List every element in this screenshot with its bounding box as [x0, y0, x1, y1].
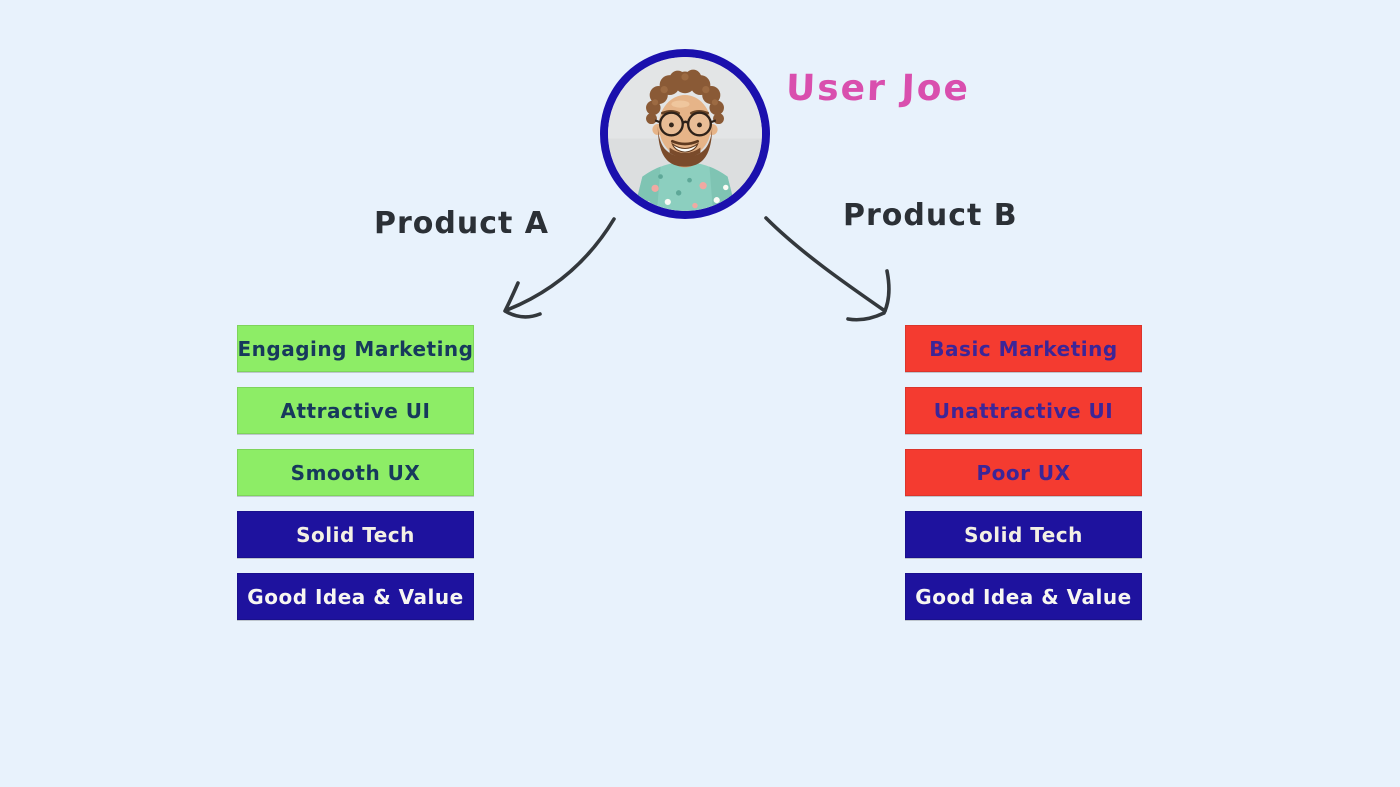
avatar-illustration: [608, 57, 762, 211]
feature-box: Engaging Marketing: [237, 325, 474, 372]
user-name-label: User Joe: [785, 68, 971, 109]
feature-box: Good Idea & Value: [237, 573, 474, 620]
feature-box: Basic Marketing: [905, 325, 1142, 372]
user-avatar: [600, 49, 770, 219]
feature-box: Poor UX: [905, 449, 1142, 496]
feature-box: Solid Tech: [905, 511, 1142, 558]
feature-box: Good Idea & Value: [905, 573, 1142, 620]
product-b-label: Product B: [843, 198, 1018, 233]
feature-box: Smooth UX: [237, 449, 474, 496]
arrow-to-product-b-head: [846, 269, 891, 322]
feature-box: Attractive UI: [237, 387, 474, 434]
feature-box: Unattractive UI: [905, 387, 1142, 434]
product-a-label: Product A: [374, 206, 550, 241]
arrow-to-product-a-head: [503, 281, 542, 319]
product-b-feature-list: Basic Marketing Unattractive UI Poor UX …: [905, 325, 1142, 620]
product-a-feature-list: Engaging Marketing Attractive UI Smooth …: [237, 325, 474, 620]
feature-box: Solid Tech: [237, 511, 474, 558]
arrow-strokes: [503, 216, 891, 322]
